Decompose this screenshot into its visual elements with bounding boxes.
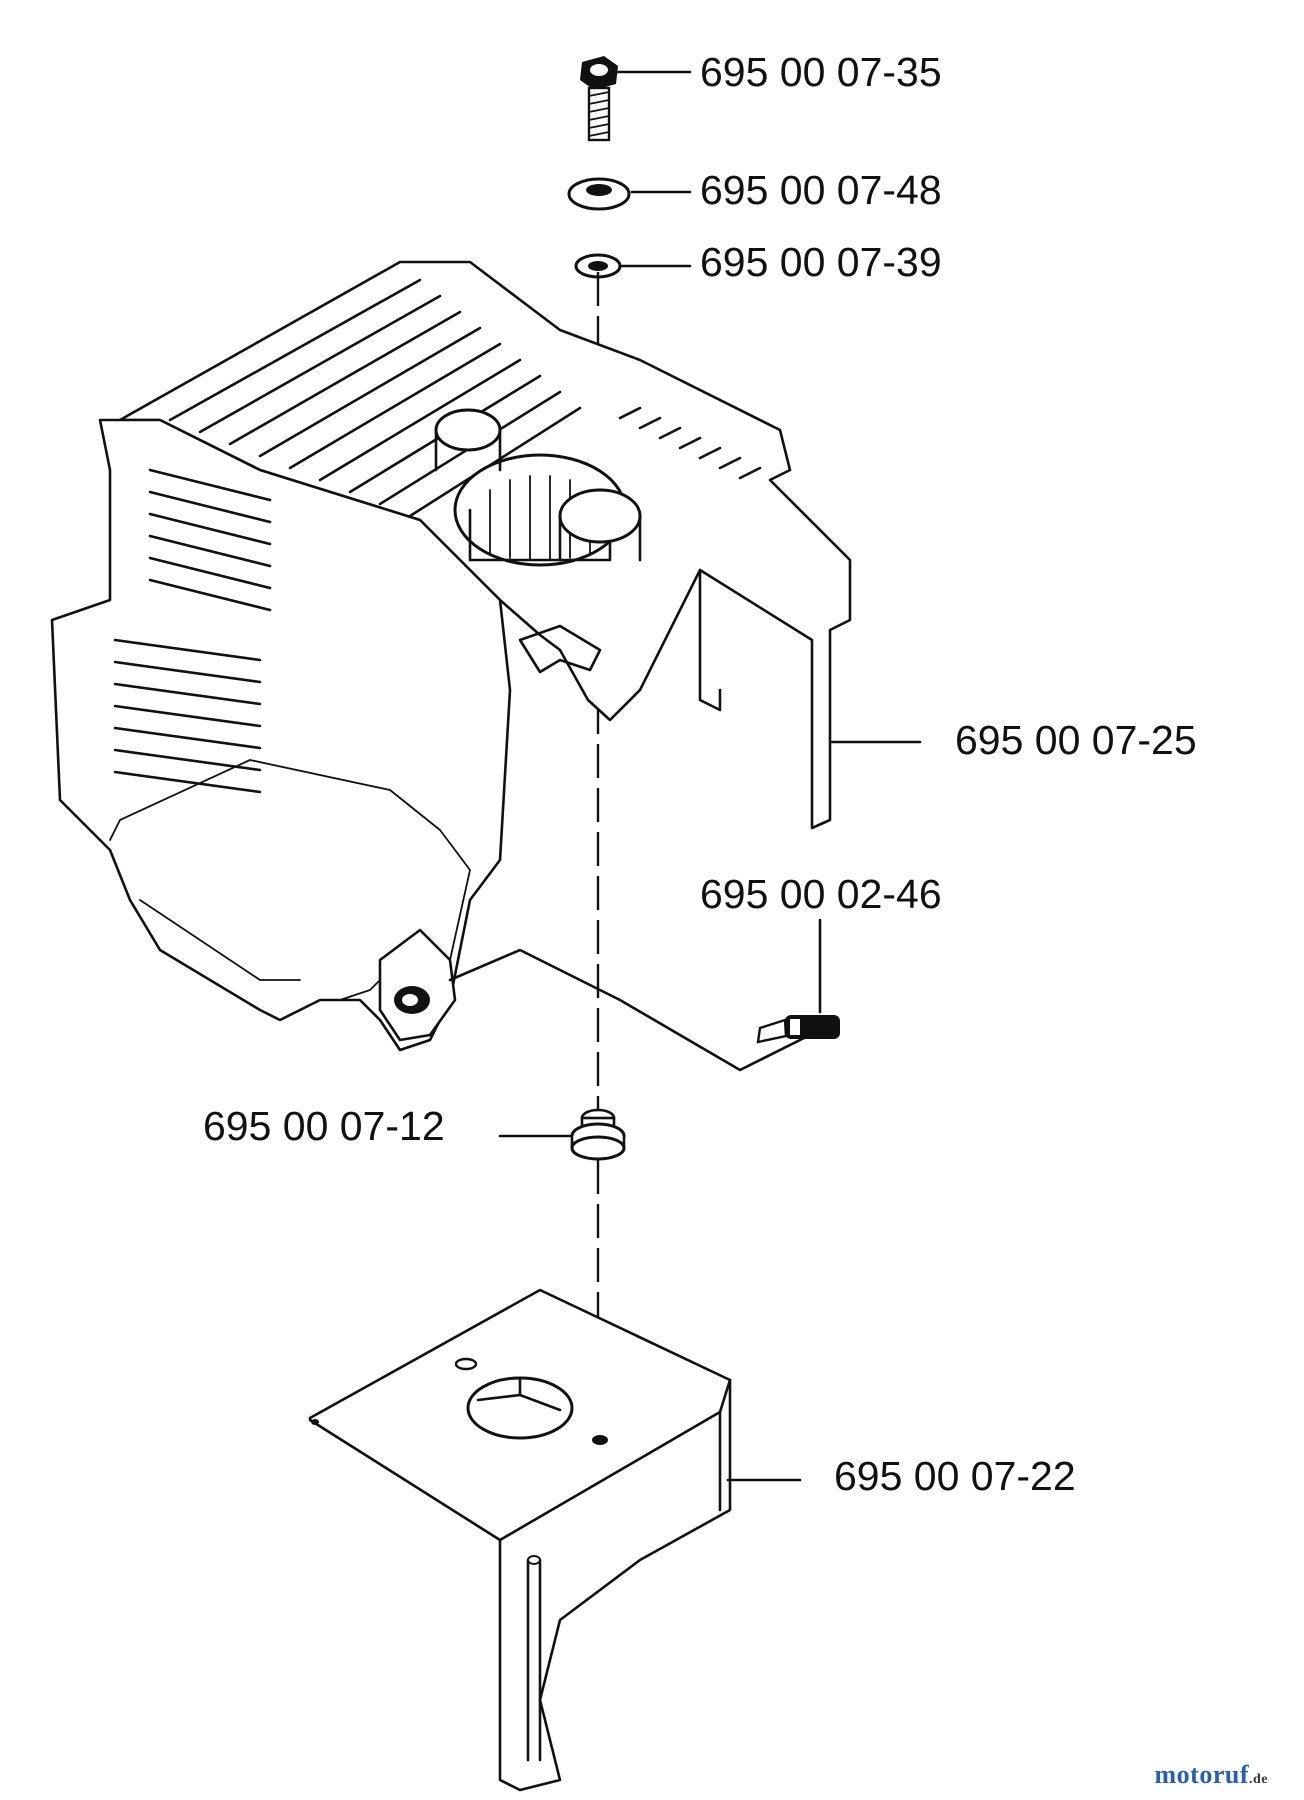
screw-part <box>580 56 692 142</box>
watermark-tld: .de <box>1249 1772 1268 1787</box>
part-number-label: 695 00 07-25 <box>955 717 1197 763</box>
watermark-logo: motoruf.de <box>1155 1760 1268 1790</box>
part-number-label: 695 00 07-12 <box>203 1103 445 1149</box>
side-screw-part <box>448 918 840 1072</box>
part-number-label: 695 00 07-22 <box>834 1453 1076 1499</box>
part-number-label: 695 00 07-35 <box>700 49 942 95</box>
watermark-text: motoruf <box>1154 1760 1249 1789</box>
part-number-label: 695 00 02-46 <box>700 871 942 917</box>
bracket-plate-part <box>308 1288 802 1792</box>
part-number-label: 695 00 07-39 <box>700 239 942 285</box>
washer-part <box>567 177 692 211</box>
part-number-label: 695 00 07-48 <box>700 167 942 213</box>
spacer-part <box>498 1108 626 1161</box>
cylinder-cover-part <box>50 260 922 1052</box>
small-washer-part <box>574 253 692 279</box>
